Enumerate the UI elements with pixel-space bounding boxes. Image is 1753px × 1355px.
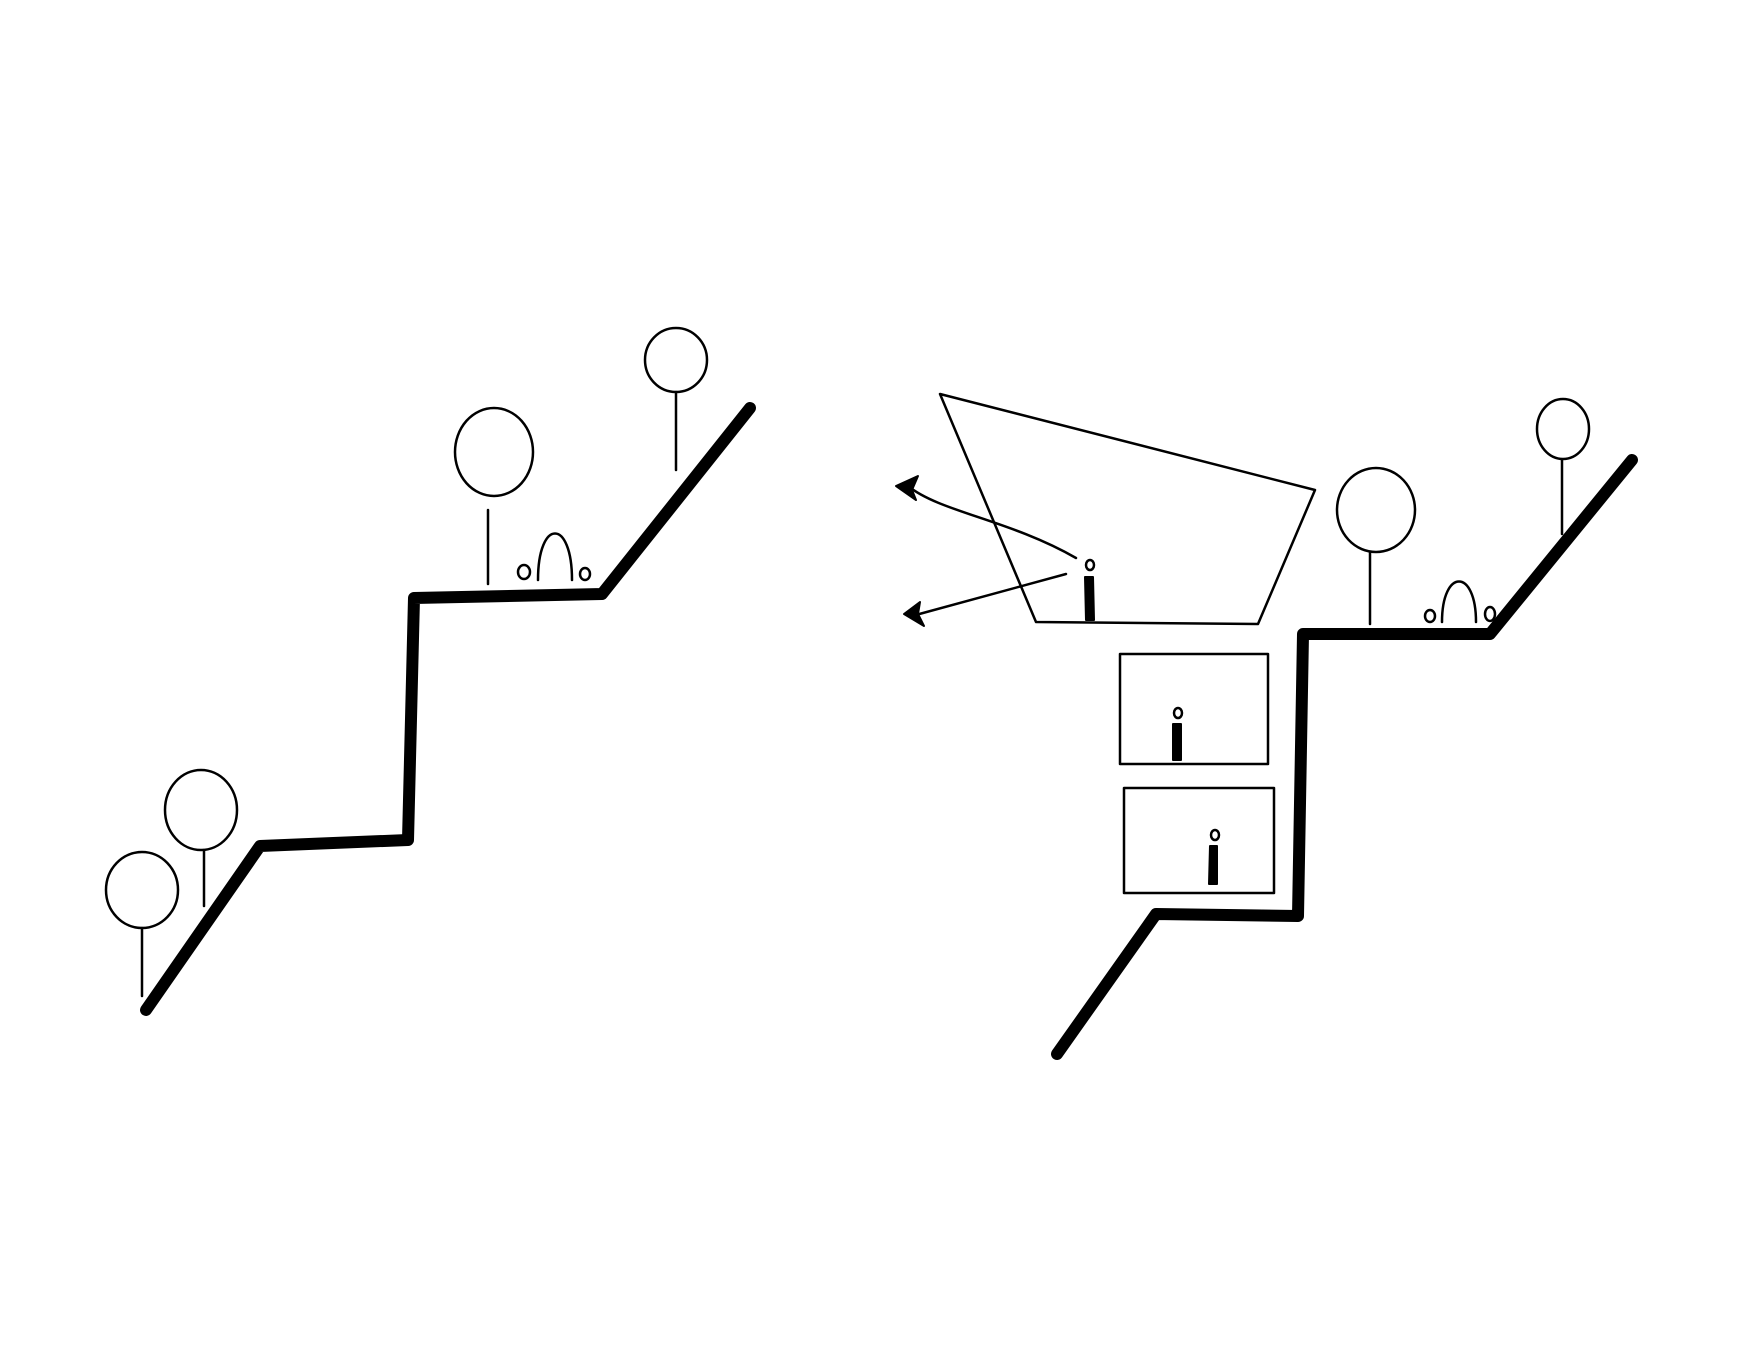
- panel-proposed-building: [895, 392, 1638, 1060]
- tree-icon: [453, 406, 535, 586]
- person-icon: [1208, 828, 1221, 885]
- panel-existing-slope: [104, 326, 756, 1016]
- terrain-profile-left: [140, 402, 756, 1016]
- room-lower: [1122, 786, 1276, 895]
- tree-icon: [1335, 466, 1417, 626]
- view-arrow-icon: [903, 572, 1068, 627]
- shrub-icon: [1423, 580, 1497, 624]
- view-arrow-icon: [895, 475, 1078, 560]
- tree-icon: [104, 850, 180, 998]
- terrain-profile-right: [1051, 454, 1638, 1060]
- shrub-icon: [516, 532, 592, 582]
- room-upper: [1118, 652, 1270, 766]
- tree-icon: [163, 768, 239, 908]
- viewing-volume: [938, 392, 1317, 626]
- person-icon: [1084, 558, 1096, 621]
- tree-icon: [643, 326, 709, 472]
- tree-icon: [1535, 397, 1591, 536]
- person-icon: [1172, 706, 1184, 761]
